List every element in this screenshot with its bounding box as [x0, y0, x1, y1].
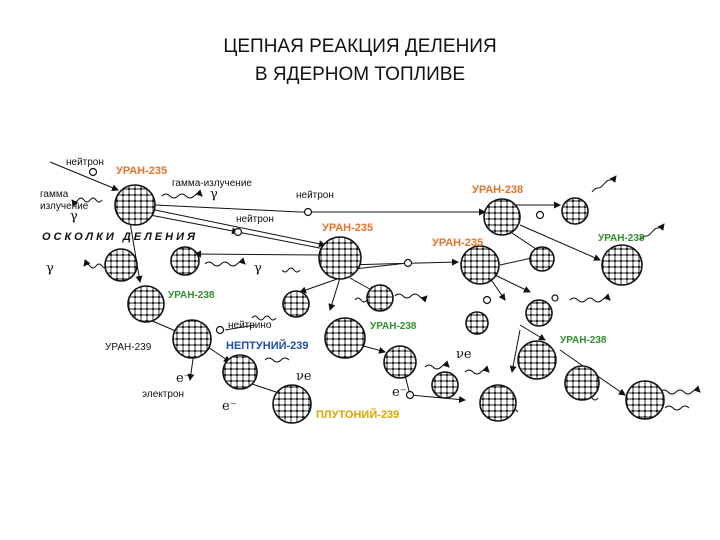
nucleus-fragment-k — [625, 380, 665, 420]
nucleus-fragment-left — [104, 248, 138, 282]
nucleus-uranium-238-mid — [324, 317, 366, 359]
label-neutron-2: нейтрон — [296, 190, 334, 201]
label-electron: электрон — [142, 389, 184, 400]
nucleus-fragment-i — [525, 299, 553, 327]
diagram-title-line-1: ЦЕПНАЯ РЕАКЦИЯ ДЕЛЕНИЯ — [223, 36, 497, 57]
electron-symbol-3: e⁻ — [392, 385, 407, 400]
nucleus-fragment-e — [479, 384, 517, 422]
label-plutonium-239: ПЛУТОНИЙ-239 — [316, 408, 399, 421]
label-gamma-left: гамма — [40, 189, 69, 200]
label-uranium-238-top: УРАН-238 — [472, 184, 523, 196]
nucleus-uranium-235-center — [318, 236, 362, 280]
nucleus-fragment-a — [282, 290, 310, 318]
nucleus-uranium-238-top — [483, 198, 521, 236]
diagram-title-line-2: В ЯДЕРНОМ ТОПЛИВЕ — [254, 64, 466, 85]
neutron-dots — [88, 167, 559, 400]
electron-symbol-1: e⁻ — [176, 371, 191, 386]
label-neutron-1: нейтрон — [66, 157, 104, 168]
nucleus-fragment-g — [529, 246, 555, 272]
label-uranium-238-right: УРАН-238 — [598, 233, 645, 244]
gamma-symbol-3: γ — [254, 261, 262, 276]
nucleus-fragment-h — [465, 311, 489, 335]
nucleus-plutonium-239 — [272, 384, 312, 424]
label-uranium-235-a: УРАН-235 — [322, 222, 373, 234]
gamma-symbol-1: γ — [70, 209, 78, 224]
label-uranium-238-left: УРАН-238 — [168, 290, 215, 301]
electron-symbol-2: e⁻ — [222, 399, 237, 414]
neutrino-symbol-1: νe — [296, 369, 312, 384]
nucleus-uranium-239 — [172, 319, 212, 359]
label-uranium-239: УРАН-239 — [105, 342, 152, 353]
label-fission-fragments: ОСКОЛКИ ДЕЛЕНИЯ — [42, 231, 198, 243]
label-neptunium-239: НЕПТУНИЙ-239 — [226, 339, 309, 352]
nucleus-uranium-235-right — [460, 245, 500, 285]
nucleus-fragment-c — [383, 345, 417, 379]
nuclei — [104, 184, 665, 424]
nucleus-uranium-238-low — [517, 340, 557, 380]
nucleus-fragment-f — [561, 197, 589, 225]
label-uranium-238-low: УРАН-238 — [560, 335, 607, 346]
gamma-symbol-2: γ — [46, 261, 54, 276]
nucleus-fragment-d — [431, 371, 459, 399]
neutrino-symbol-2: νe — [456, 347, 472, 362]
nucleus-fragment-j — [564, 365, 600, 401]
gamma-symbol-4: γ — [210, 187, 218, 202]
nucleus-uranium-238-right — [601, 244, 643, 286]
nucleus-fragment-mid — [170, 246, 200, 276]
label-radiation-left: излучение — [40, 201, 89, 212]
label-uranium-235-b: УРАН-235 — [432, 237, 483, 249]
nucleus-neptunium-239 — [222, 354, 258, 390]
label-neutrino: нейтрино — [228, 320, 272, 331]
nucleus-fragment-b — [366, 284, 394, 312]
label-gamma-radiation: гамма-излучение — [172, 178, 252, 189]
label-uranium-235-orange: УРАН-235 — [116, 165, 167, 177]
label-uranium-238-mid: УРАН-238 — [370, 321, 417, 332]
nucleus-uranium-235-initial — [114, 184, 156, 226]
nucleus-uranium-238-left — [127, 285, 165, 323]
label-neutron-3: нейтрон — [236, 214, 274, 225]
